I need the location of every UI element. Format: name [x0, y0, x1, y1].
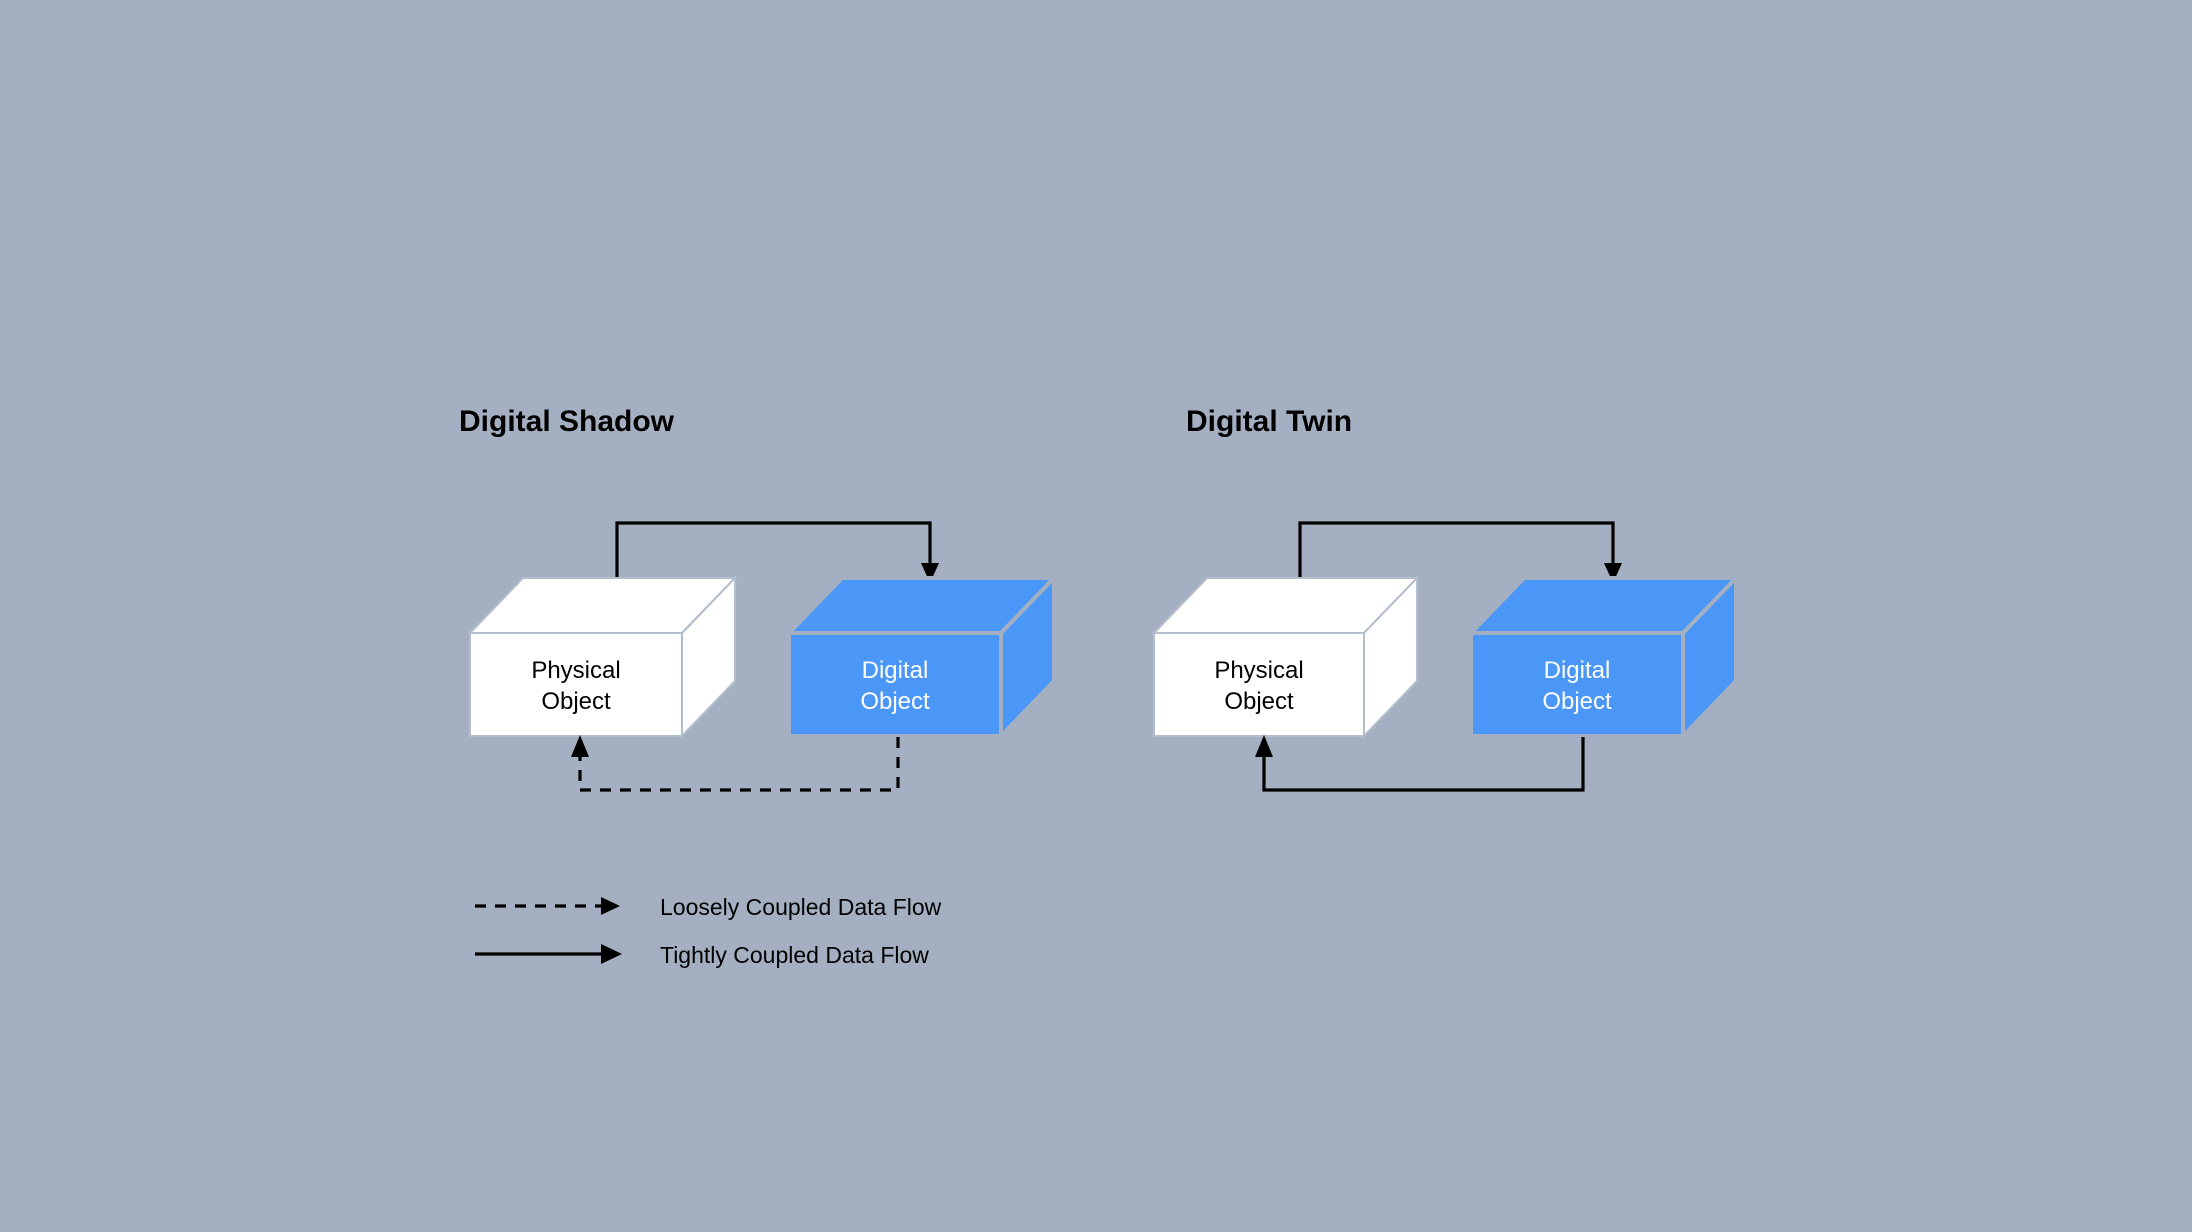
legend-dashed-arrow-head [601, 897, 620, 915]
legend-solid-arrow-head [601, 944, 622, 964]
cube-digital-object-shadow: Digital Object [784, 573, 1059, 741]
arrow-head-shadow-forward [921, 563, 939, 583]
arrow-head-twin-return [1255, 735, 1273, 757]
panel-title-digital-shadow: Digital Shadow [459, 405, 675, 438]
cube-front-face [787, 631, 1003, 738]
legend-item-loosely-coupled: Loosely Coupled Data Flow [475, 894, 942, 920]
cube-digital-object-twin: Digital Object [1466, 573, 1741, 741]
cube-front-face [469, 632, 683, 737]
cube-label-line1: Digital [862, 657, 929, 684]
flow-twin-return [1255, 735, 1585, 792]
arrow-head-twin-forward [1604, 563, 1622, 583]
cube-label-line2: Object [1542, 688, 1612, 715]
flow-shadow-return [571, 735, 900, 792]
legend-label-tightly-coupled: Tightly Coupled Data Flow [660, 942, 929, 968]
cube-label-line1: Digital [1544, 657, 1611, 684]
cube-label-line2: Object [541, 688, 611, 715]
cube-label-line2: Object [1224, 688, 1294, 715]
legend-label-loosely-coupled: Loosely Coupled Data Flow [660, 894, 942, 920]
cube-label-line1: Physical [1214, 657, 1303, 684]
legend: Loosely Coupled Data Flow Tightly Couple… [475, 894, 942, 968]
flow-line-twin-return [1262, 737, 1585, 792]
flow-line-shadow-return [578, 737, 900, 792]
panel-title-digital-twin: Digital Twin [1186, 405, 1352, 438]
legend-item-tightly-coupled: Tightly Coupled Data Flow [475, 942, 929, 968]
cube-front-face [1469, 631, 1685, 738]
cube-label-line2: Object [860, 688, 930, 715]
cube-physical-object-shadow: Physical Object [467, 575, 738, 739]
cube-physical-object-twin: Physical Object [1151, 575, 1420, 739]
cube-label-line1: Physical [531, 657, 620, 684]
panel-digital-twin: Digital Twin Physical Object Digital [1151, 405, 1741, 792]
panel-digital-shadow: Digital Shadow Physical Object [459, 405, 1059, 792]
arrow-head-shadow-return [571, 735, 589, 757]
cube-front-face [1153, 632, 1365, 737]
